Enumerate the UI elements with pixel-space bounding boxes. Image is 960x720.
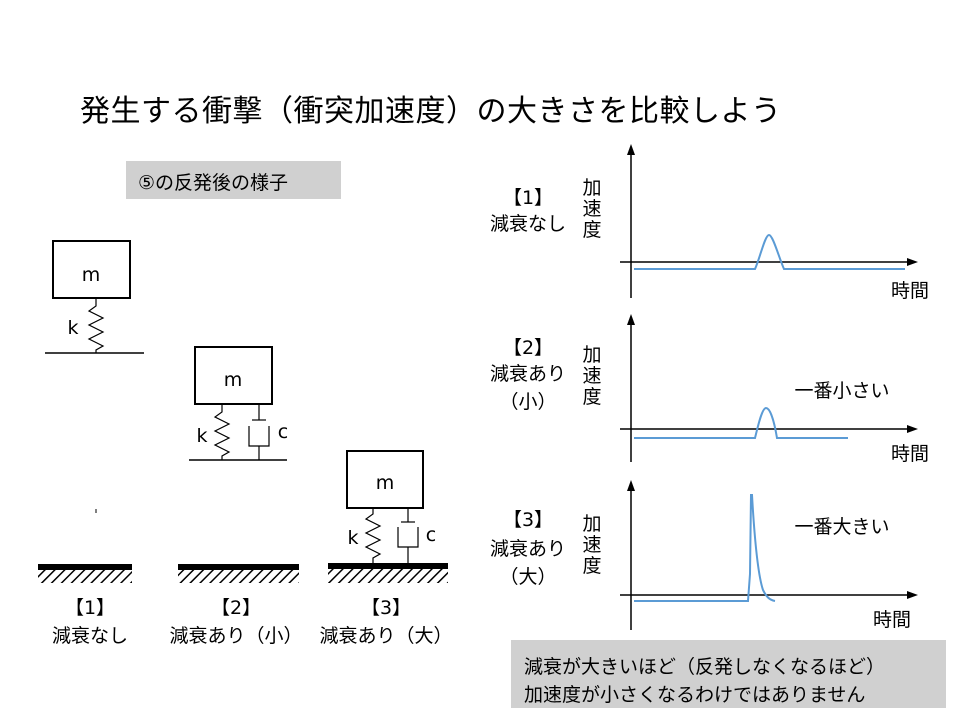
spring-2 bbox=[213, 404, 231, 460]
graph-1-curve bbox=[634, 233, 905, 270]
damper-3 bbox=[397, 527, 419, 548]
graph-1-number: 【1】 bbox=[502, 187, 554, 209]
model-1 bbox=[38, 240, 144, 583]
graph-2-y-label: 加速度 bbox=[582, 344, 602, 408]
graph-2-caption-line1: 減衰あり bbox=[489, 363, 566, 385]
graph-3-curve bbox=[634, 494, 776, 602]
model-1-spring-label: k bbox=[67, 317, 79, 339]
graph-2-annotation: 一番小さい bbox=[794, 380, 890, 402]
model-3-mass-label: m bbox=[375, 472, 395, 494]
graph-1-x-label: 時間 bbox=[890, 280, 929, 302]
model-3-caption: 減衰あり（大） bbox=[319, 625, 453, 647]
graph-3-caption-line1: 減衰あり bbox=[489, 538, 566, 560]
model-2-caption: 減衰あり（小） bbox=[169, 625, 303, 647]
model-2-damper-label: c bbox=[277, 421, 289, 443]
model-1-number: 【1】 bbox=[64, 597, 116, 619]
graph-3-annotation: 一番大きい bbox=[794, 516, 890, 538]
graph-3-caption-line2: （大） bbox=[499, 566, 557, 588]
graph-2-curve bbox=[634, 406, 848, 439]
ground-top-1 bbox=[38, 564, 132, 570]
graph-2-caption-line2: （小） bbox=[499, 391, 557, 413]
graph-2-number: 【2】 bbox=[502, 337, 554, 359]
note-line-1: 減衰が大きいほど（反発しなくなるほど） bbox=[524, 656, 886, 678]
model-3 bbox=[328, 450, 448, 583]
ground-hatch-2 bbox=[178, 570, 299, 583]
graph-3-x-label: 時間 bbox=[872, 609, 911, 631]
graph-2-x-label: 時間 bbox=[890, 443, 929, 465]
note-box bbox=[511, 640, 946, 708]
subtitle-box bbox=[126, 161, 341, 199]
mass-block-1 bbox=[52, 240, 131, 299]
model-2-number: 【2】 bbox=[210, 597, 262, 619]
ground-top-2 bbox=[178, 564, 299, 570]
mass-block-2 bbox=[194, 346, 273, 405]
spring-1 bbox=[87, 298, 105, 353]
model-3-damper-label: c bbox=[425, 524, 437, 546]
model-1-mass-label: m bbox=[81, 264, 101, 286]
subtitle: ⑤の反発後の様子 bbox=[138, 172, 289, 194]
ground-top-3 bbox=[328, 563, 448, 569]
model-1-caption: 減衰なし bbox=[51, 625, 128, 647]
model-3-spring-label: k bbox=[347, 527, 359, 549]
damper-2 bbox=[248, 426, 270, 447]
graph-1-caption: 減衰なし bbox=[489, 213, 566, 235]
spring-3 bbox=[364, 508, 382, 563]
model-3-number: 【3】 bbox=[360, 597, 412, 619]
model-2-spring-label: k bbox=[196, 425, 208, 447]
ground-hatch-3 bbox=[328, 569, 448, 583]
graph-3-y-label: 加速度 bbox=[582, 513, 602, 577]
graph-3-number: 【3】 bbox=[502, 509, 554, 531]
model-2-mass-label: m bbox=[223, 369, 243, 391]
note-line-2: 加速度が小さくなるわけではありません bbox=[524, 684, 866, 706]
ground-hatch-1 bbox=[38, 570, 132, 583]
graph-1-y-label: 加速度 bbox=[582, 177, 602, 241]
mass-block-3 bbox=[346, 450, 424, 509]
model-2 bbox=[178, 346, 299, 583]
page-title: 発生する衝撃（衝突加速度）の大きさを比較しよう bbox=[80, 94, 782, 129]
